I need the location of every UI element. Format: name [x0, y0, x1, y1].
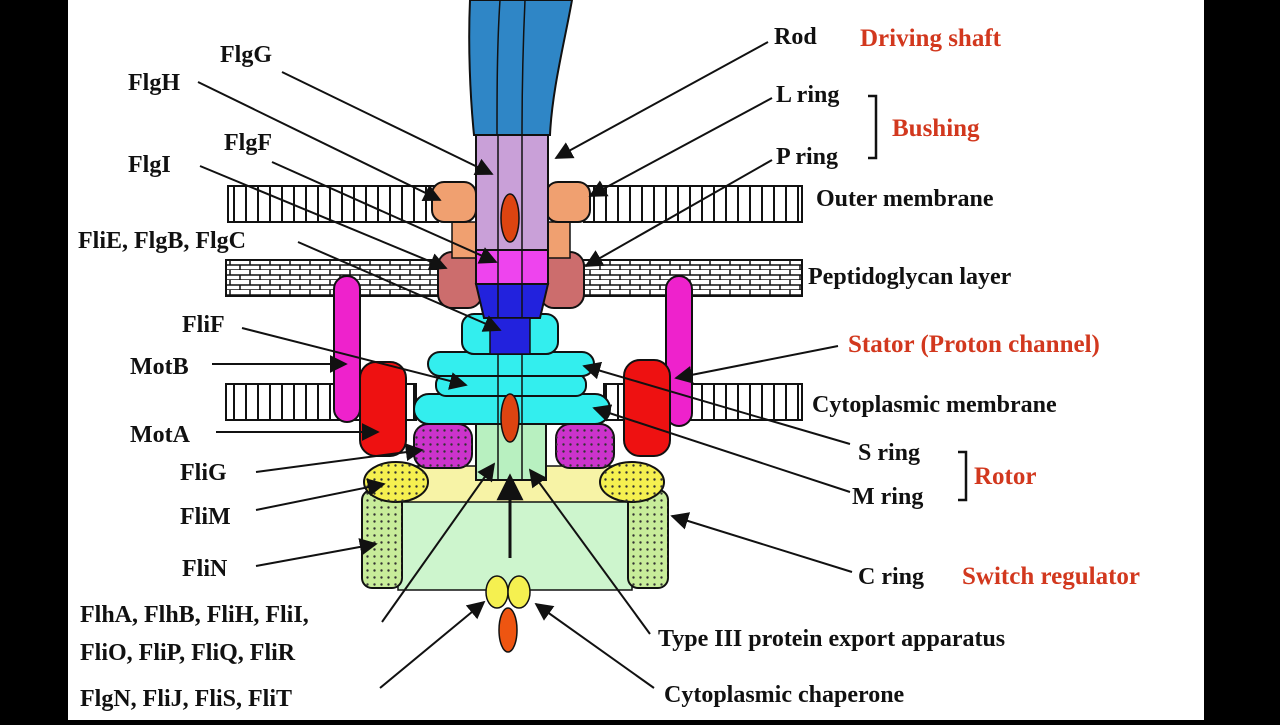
flig: [413, 423, 615, 469]
role-bushing: Bushing: [892, 115, 980, 142]
rod-channel-marker: [500, 193, 520, 243]
label-cytoplasmic-membrane: Cytoplasmic membrane: [812, 392, 1057, 418]
label-outer-membrane: Outer membrane: [816, 186, 994, 212]
label-s-ring: S ring: [858, 440, 920, 466]
role-driving-shaft: Driving shaft: [860, 25, 1002, 52]
rotor-bracket: [958, 450, 968, 502]
role-switch: Switch regulator: [962, 563, 1140, 590]
label-flgi: FlgI: [128, 152, 171, 178]
label-chaperones: FlgN, FliJ, FliS, FliT: [80, 686, 292, 712]
bushing-bracket: [868, 94, 878, 160]
label-motb: MotB: [130, 354, 189, 380]
label-l-ring: L ring: [776, 82, 839, 108]
flim: [363, 461, 665, 503]
hook: [468, 0, 574, 136]
label-export-line1: FlhA, FlhB, FliH, FliI,: [80, 602, 309, 628]
label-flin: FliN: [182, 556, 228, 582]
role-rotor: Rotor: [974, 463, 1036, 490]
leader-lines: [197, 41, 853, 689]
label-flgg: FlgG: [220, 42, 272, 68]
label-peptidoglycan: Peptidoglycan layer: [808, 264, 1012, 290]
label-c-ring: C ring: [858, 564, 924, 590]
label-flig: FliG: [180, 460, 227, 486]
label-m-ring: M ring: [852, 484, 923, 510]
label-export-line2: FliO, FliP, FliQ, FliR: [80, 640, 296, 666]
label-rod: Rod: [774, 24, 817, 50]
label-flgh: FlgH: [128, 70, 180, 96]
label-cyto-chaperone: Cytoplasmic chaperone: [664, 682, 905, 708]
label-flim: FliM: [180, 504, 231, 530]
l-ring: [431, 181, 591, 223]
label-flie-flgb-flgc: FliE, FlgB, FlgC: [78, 228, 246, 254]
p-ring: [437, 251, 585, 309]
label-flgf: FlgF: [224, 130, 272, 156]
role-stator: Stator (Proton channel): [848, 331, 1100, 358]
label-type3: Type III protein export apparatus: [658, 626, 1005, 652]
label-mota: MotA: [130, 422, 191, 448]
label-flif: FliF: [182, 312, 225, 338]
ms-channel-marker: [500, 393, 520, 443]
label-p-ring: P ring: [776, 144, 838, 170]
chaperone: [485, 575, 531, 653]
motb: [333, 275, 693, 427]
